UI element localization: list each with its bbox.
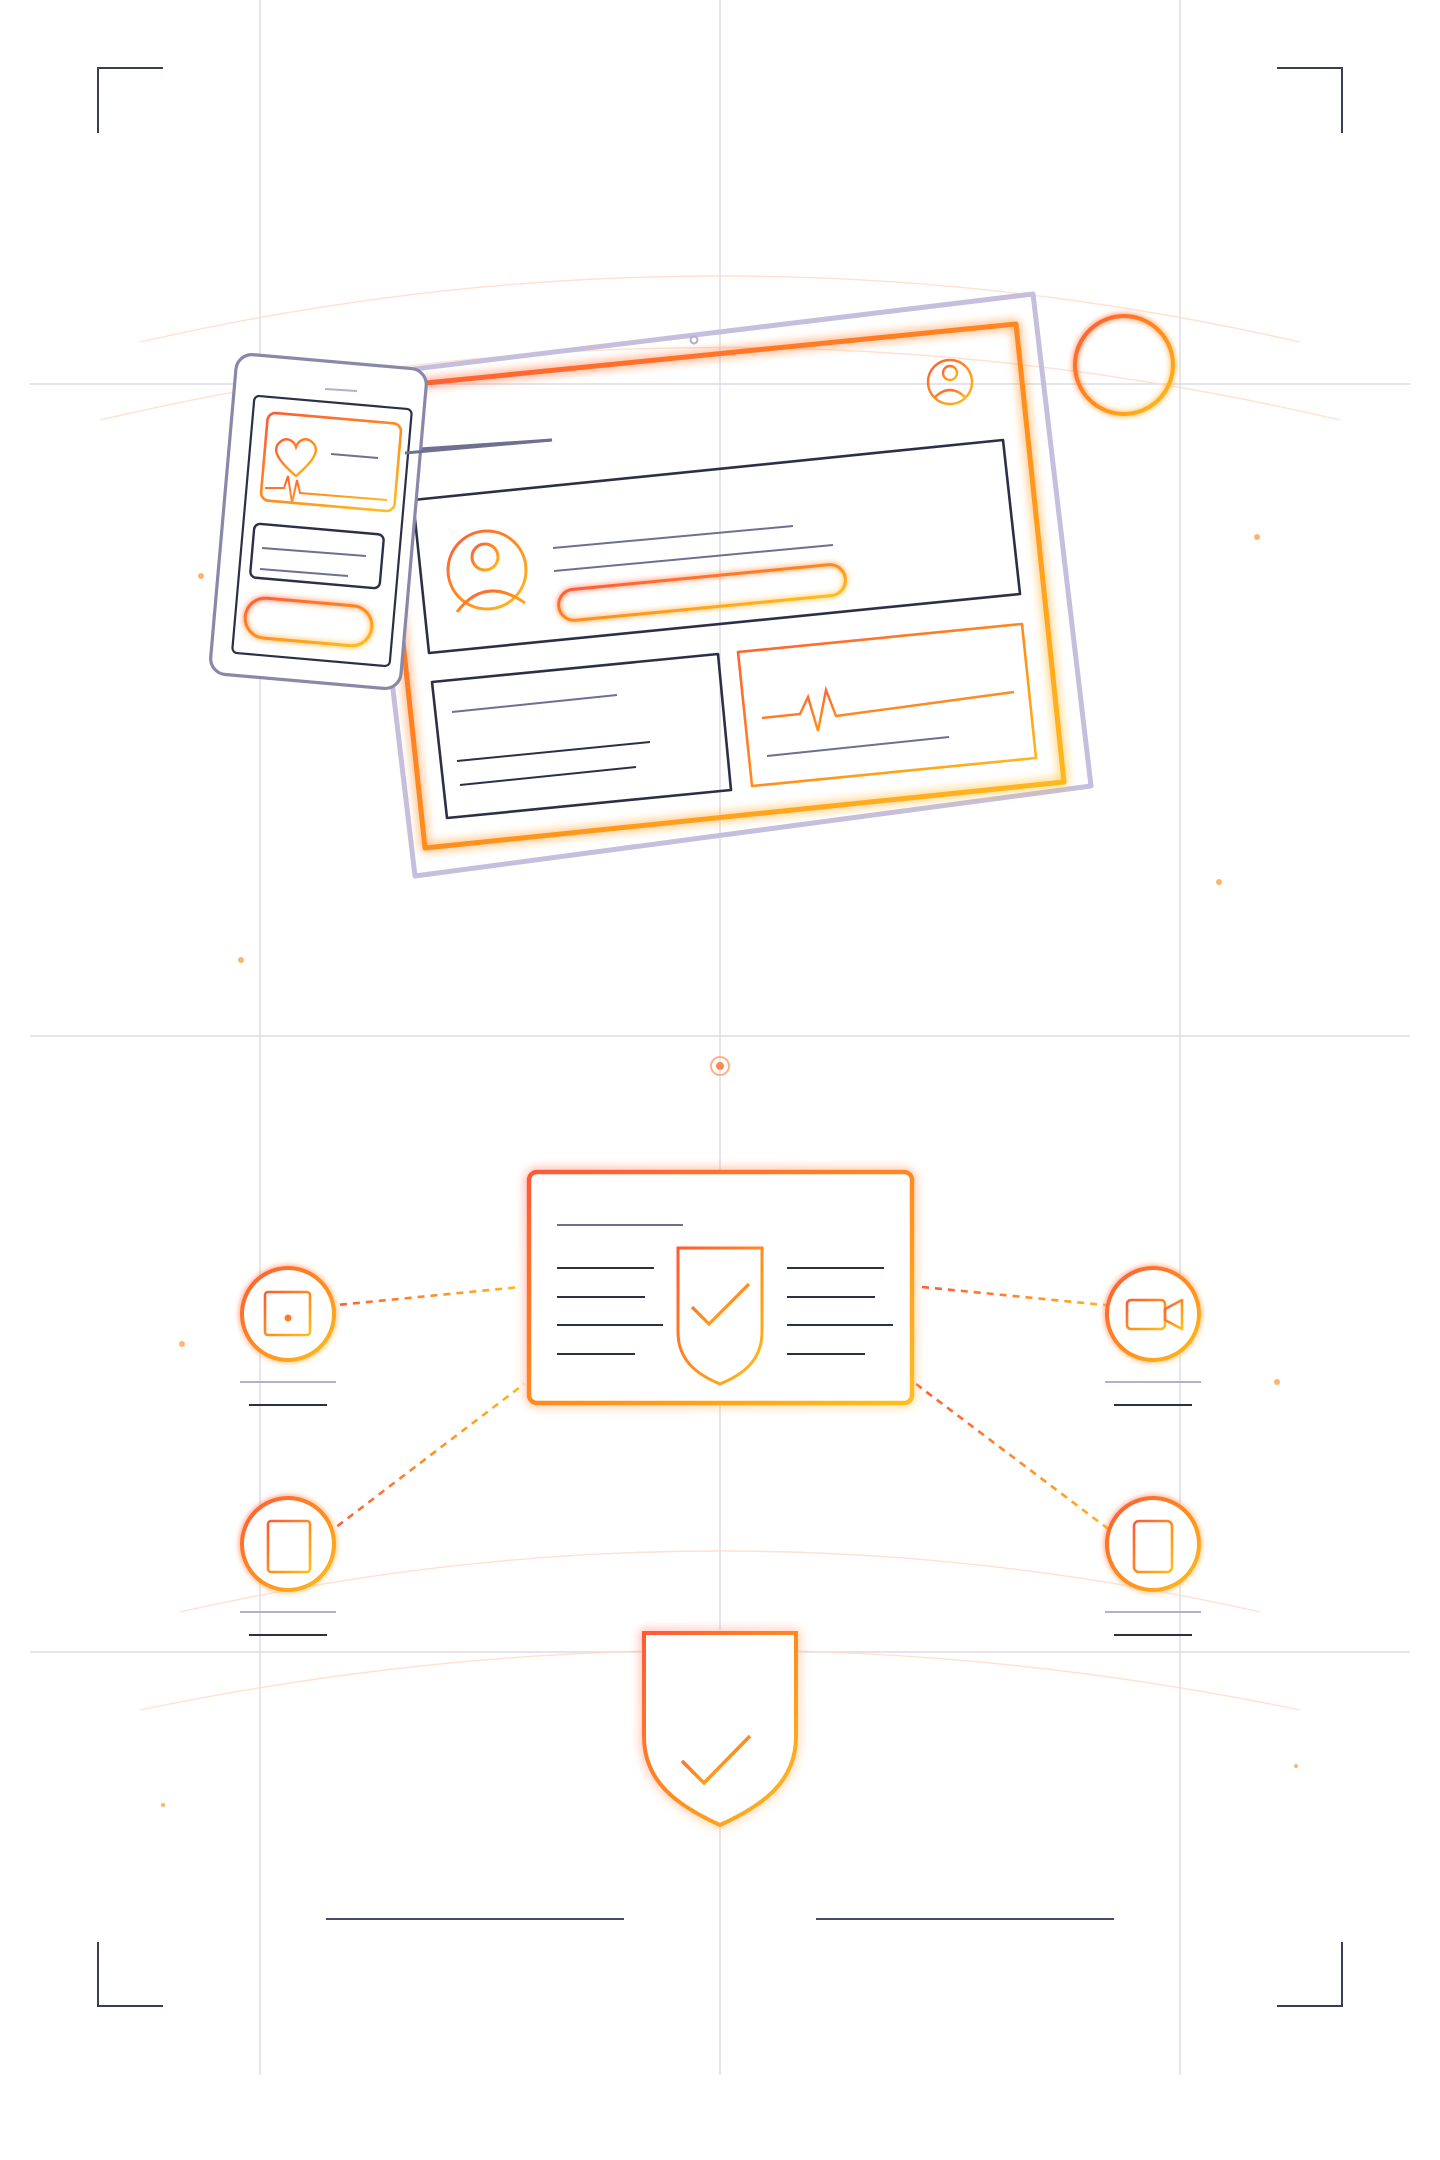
video-camera-icon xyxy=(1125,1298,1184,1331)
corner-marks xyxy=(97,67,1343,2007)
connector-line xyxy=(404,438,553,455)
node-phone xyxy=(1105,1496,1201,1636)
user-avatar-icon xyxy=(926,358,974,406)
profile-card xyxy=(411,438,1022,655)
phone-device xyxy=(209,353,428,691)
vitals-card xyxy=(736,622,1038,788)
secure-document xyxy=(526,1169,915,1406)
dashed-connectors xyxy=(326,1285,1116,1536)
node-video xyxy=(1105,1266,1201,1406)
tablet-icon xyxy=(266,1519,312,1574)
node-tablet xyxy=(240,1496,336,1636)
phone-heartbeat-icon xyxy=(265,475,388,504)
heart-icon xyxy=(275,438,317,478)
large-shield-check-icon xyxy=(642,1631,798,1828)
profile-avatar-icon xyxy=(446,529,528,613)
profile-action-pill xyxy=(557,563,847,622)
tablet-device xyxy=(353,291,1094,879)
notification-ring xyxy=(1073,314,1175,416)
phone-icon xyxy=(1132,1519,1174,1574)
camera-icon xyxy=(263,1290,312,1337)
info-card xyxy=(430,652,733,820)
center-target-icon xyxy=(710,1056,730,1076)
heartbeat-icon xyxy=(761,685,1015,732)
shield-check-icon xyxy=(676,1246,764,1386)
scatter-dots xyxy=(161,534,1298,1807)
large-shield xyxy=(642,1631,798,1828)
node-camera xyxy=(240,1266,336,1406)
